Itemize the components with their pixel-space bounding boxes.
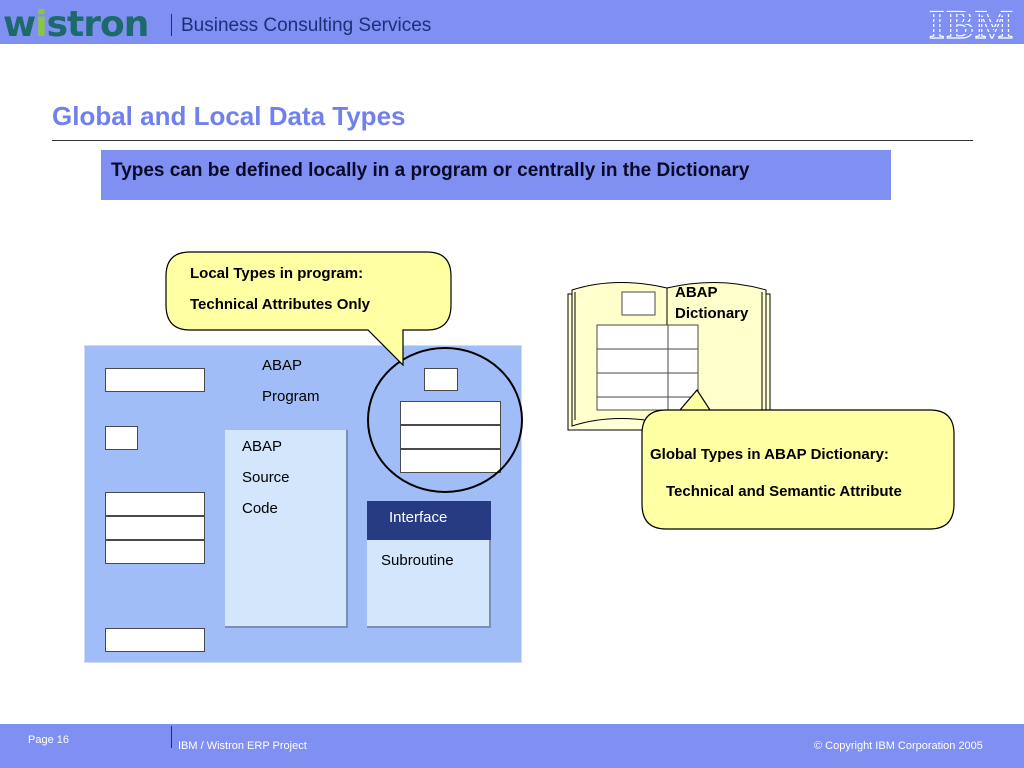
structure-row-box [105, 516, 205, 540]
local-type-row-box [400, 449, 501, 473]
local-type-row-box [400, 425, 501, 449]
program-label-line2: Program [262, 388, 320, 405]
wistron-logo: wistron [3, 4, 149, 44]
type-field-box [105, 628, 205, 652]
footer-bar [0, 724, 1024, 768]
dictionary-label-line1: ABAP [675, 284, 718, 301]
page-title: Global and Local Data Types [52, 101, 406, 131]
header-divider [171, 14, 172, 36]
ibm-logo: IBM [926, 4, 1018, 42]
local-callout-line2: Technical Attributes Only [190, 296, 371, 313]
title-divider [52, 140, 973, 141]
header-bar [0, 0, 1024, 44]
structure-row-box [105, 492, 205, 516]
dictionary-table [596, 324, 699, 411]
dictionary-field-box [621, 291, 656, 316]
source-label-line1: ABAP [242, 438, 283, 455]
local-callout-line1: Local Types in program: [190, 265, 364, 282]
global-callout-line1: Global Types in ABAP Dictionary: [650, 446, 889, 463]
page-number: Page 16 [28, 734, 69, 746]
source-label-line3: Code [242, 500, 278, 517]
statement-text: Types can be defined locally in a progra… [111, 160, 750, 181]
source-code-box [225, 430, 348, 628]
program-label-line1: ABAP [262, 357, 303, 374]
local-types-highlight-circle [367, 347, 523, 493]
footer-project: IBM / Wistron ERP Project [178, 740, 307, 752]
header-title: Business Consulting Services [181, 15, 432, 36]
subroutine-label: Subroutine [381, 552, 454, 569]
global-types-callout [641, 388, 955, 530]
dictionary-label-line2: Dictionary [675, 305, 749, 322]
structure-row-box [105, 540, 205, 564]
interface-label: Interface [389, 509, 448, 526]
footer-copyright: © Copyright IBM Corporation 2005 [814, 740, 983, 752]
local-type-field-box [424, 368, 458, 391]
type-field-box [105, 426, 138, 450]
type-field-box [105, 368, 205, 392]
interface-bar [367, 501, 491, 540]
local-types-callout [165, 251, 452, 367]
footer-divider [171, 726, 172, 748]
statement-box [101, 150, 891, 200]
local-type-row-box [400, 401, 501, 425]
source-label-line2: Source [242, 469, 290, 486]
global-callout-line2: Technical and Semantic Attribute [666, 483, 902, 500]
wistron-logo-text: wistron [3, 4, 148, 44]
